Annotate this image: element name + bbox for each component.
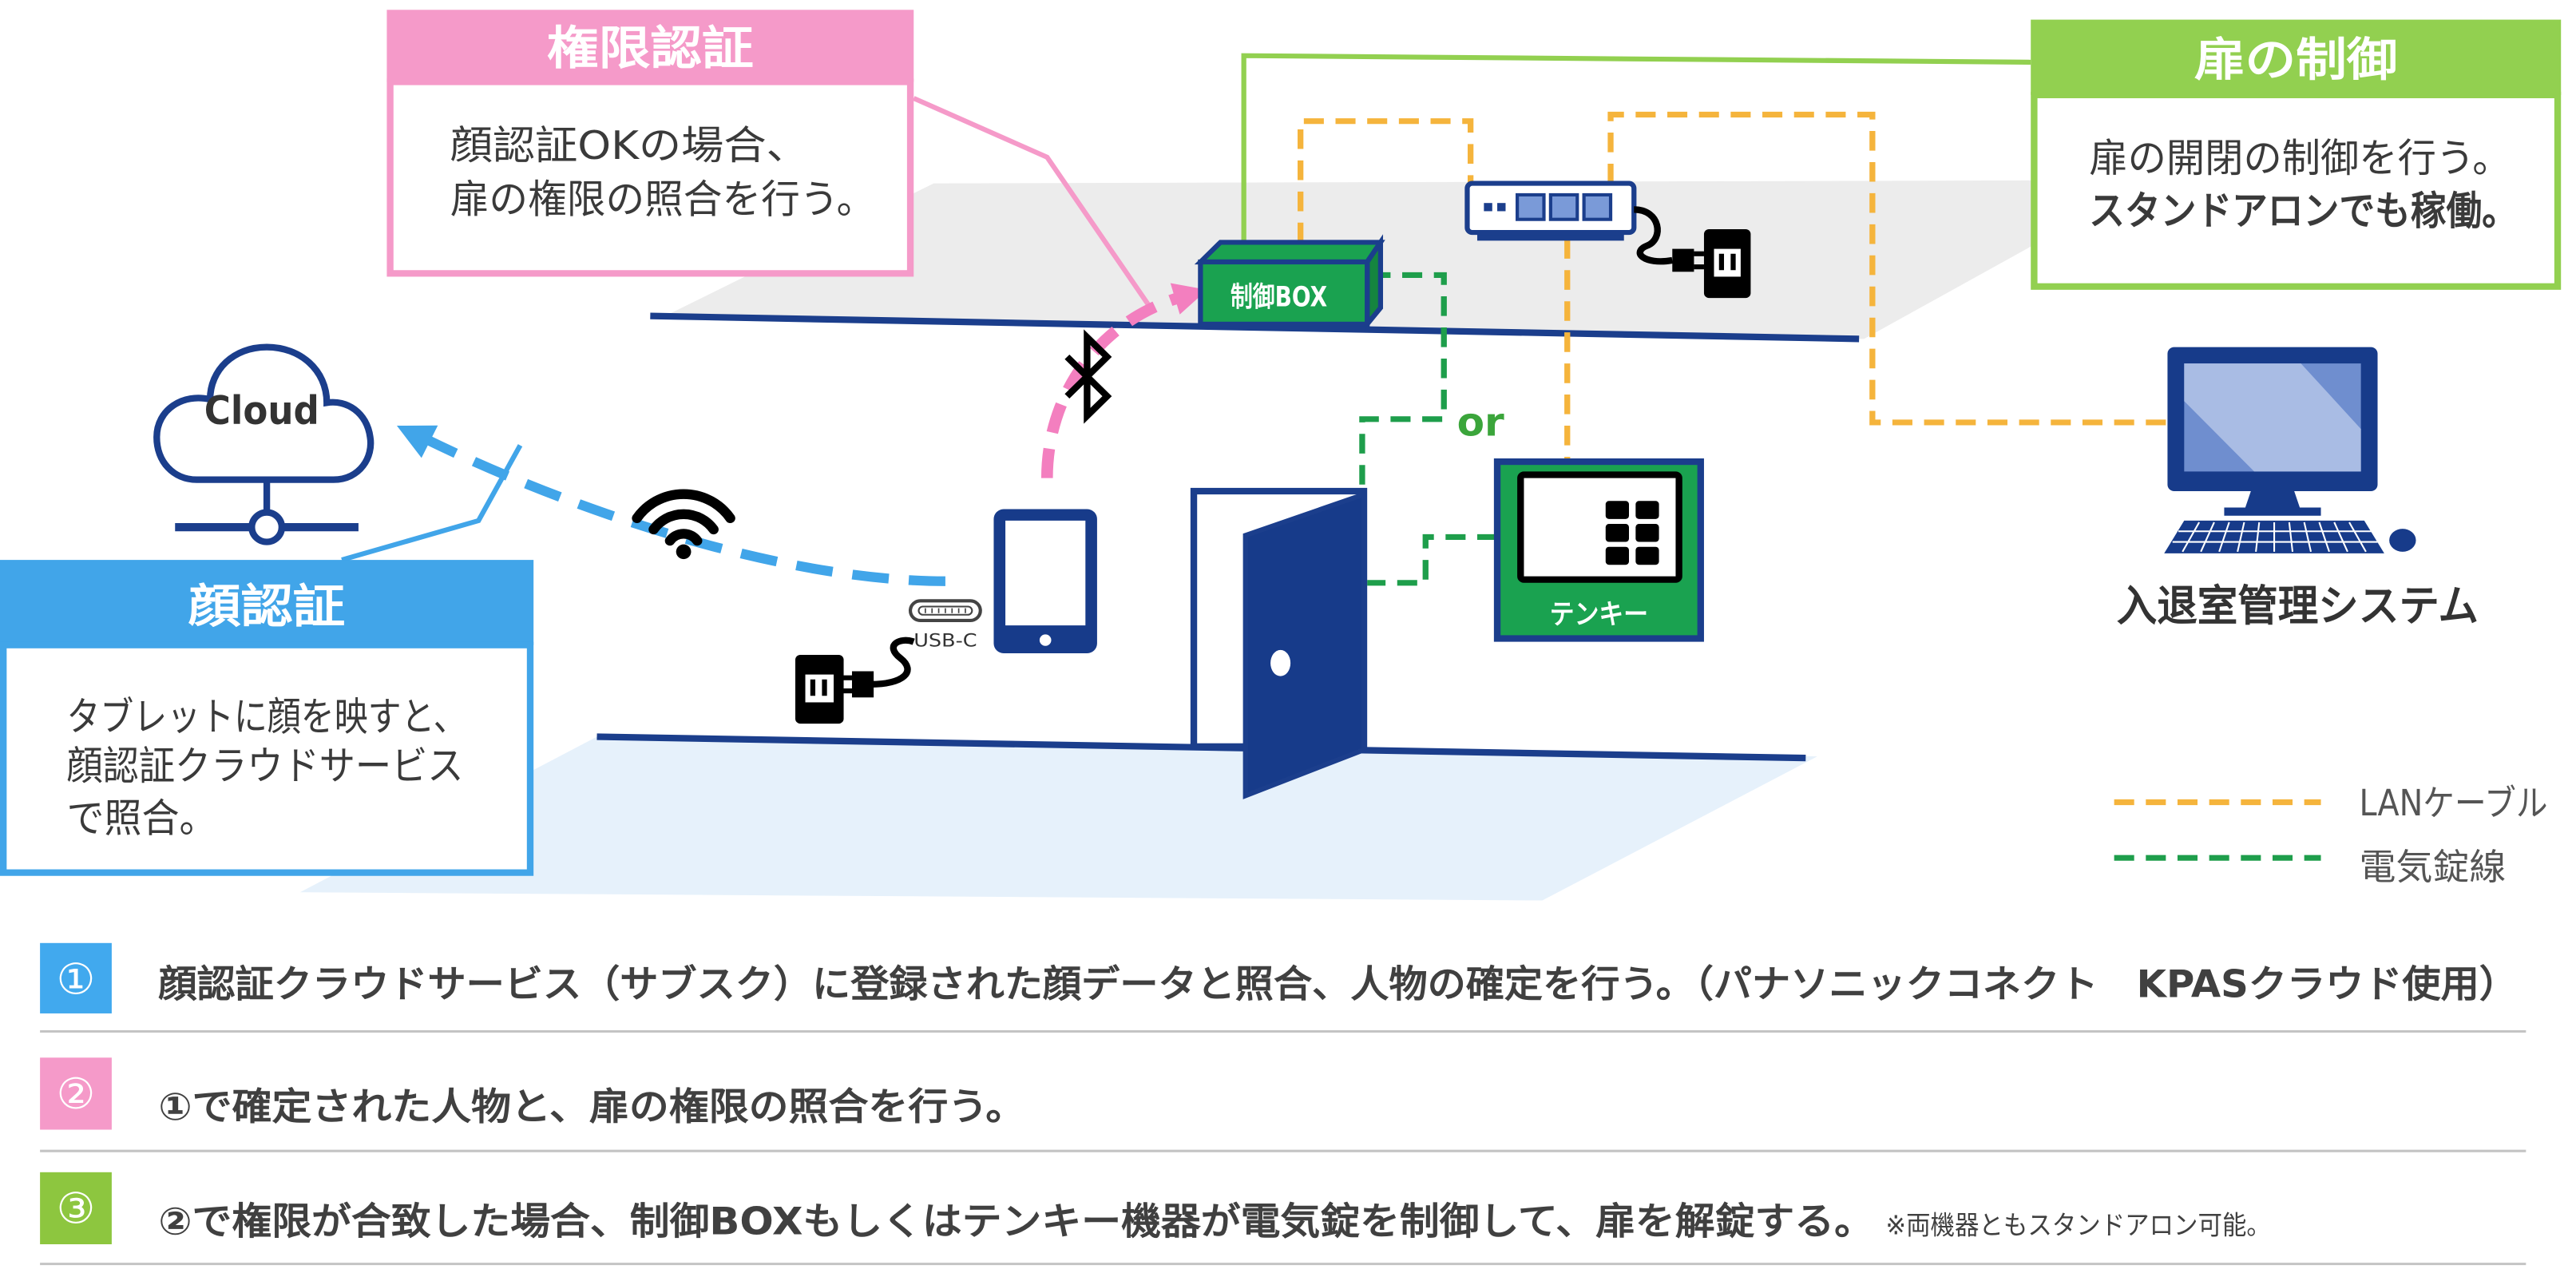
tablet-icon (993, 509, 1097, 653)
lan-cable-hub-pc (1607, 111, 2168, 426)
permission-auth-leader (912, 96, 1153, 310)
tenkey-keypad (1605, 501, 1659, 565)
usb-c-label: USB-C (913, 631, 977, 652)
mouse (2389, 529, 2416, 552)
step-1-text: 顔認証クラウドサービス（サブスク）に登録された顔データと照合、人物の確定を行う。… (158, 963, 2518, 1006)
control-box-icon: 制御BOX (1194, 234, 1385, 331)
tenkey-icon: テンキー (1493, 458, 1704, 642)
permission-auth-title: 権限認証 (547, 21, 754, 74)
door-control-line-2: スタンドアロンでも稼働。 (2089, 188, 2518, 233)
tablet-power-cord (870, 637, 915, 688)
hub-power-cord (1633, 206, 1674, 265)
step-3-text: ②で権限が合致した場合、制御BOXもしくはテンキー機器が電気錠を制御して、扉を解… (158, 1200, 1874, 1243)
permission-auth-header (386, 10, 914, 82)
step-1-number: ① (57, 954, 96, 1004)
legend: LANケーブル 電気錠線 (2114, 782, 2548, 888)
step-3-note: ※両機器ともスタンドアロン可能。 (1886, 1210, 2271, 1241)
network-node-icon (175, 479, 359, 545)
step-2-badge (40, 1057, 112, 1130)
bluetooth-connection-arc (1040, 291, 1186, 478)
lock-wire-controlbox-door (1359, 272, 1447, 511)
legend-lock-label: 電気錠線 (2360, 846, 2507, 888)
face-auth-line-1: タブレットに顔を映すと、 (67, 694, 467, 740)
wifi-icon (632, 489, 735, 560)
power-outlet-icon (1703, 229, 1751, 299)
permission-auth-line-1: 顔認証OKの場合、 (450, 122, 809, 168)
door-control-callout: 扉の制御 扉の開閉の制御を行う。 スタンドアロンでも稼働。 (2031, 19, 2562, 290)
lan-cable-controlbox-hub (1298, 118, 1474, 243)
network-hub-icon (1464, 180, 1637, 241)
step-2: ② ①で確定された人物と、扉の権限の照合を行う。 (40, 1057, 2526, 1152)
step-3-number: ③ (57, 1184, 96, 1233)
cloud-connection-arrowhead (396, 425, 438, 458)
permission-auth-body (386, 78, 914, 277)
tenkey-label: テンキー (1550, 598, 1648, 631)
cloud-label: Cloud (204, 387, 319, 433)
face-auth-line-2: 顔認証クラウドサービス (67, 743, 464, 788)
control-box-label: 制御BOX (1231, 281, 1327, 314)
door-knob (1270, 649, 1291, 676)
face-auth-body (0, 641, 534, 876)
pc-icon (2164, 347, 2416, 553)
lock-wire-tenkey-door (1367, 533, 1498, 586)
face-auth-header (0, 560, 534, 645)
door-icon (1190, 487, 1368, 799)
door-control-leader (1241, 53, 2031, 246)
or-label: or (1457, 399, 1505, 445)
power-outlet-icon (795, 655, 844, 724)
cloud-icon: Cloud (153, 343, 375, 483)
power-plug-icon (1672, 248, 1704, 272)
usb-c-icon: USB-C (908, 599, 982, 652)
step-3: ③ ②で権限が合致した場合、制御BOXもしくはテンキー機器が電気錠を制御して、扉… (40, 1172, 2526, 1266)
step-1: ① 顔認証クラウドサービス（サブスク）に登録された顔データと照合、人物の確定を行… (40, 942, 2526, 1033)
step-list: ① 顔認証クラウドサービス（サブスク）に登録された顔データと照合、人物の確定を行… (40, 942, 2526, 1266)
face-auth-title: 顔認証 (188, 579, 345, 633)
step-2-number: ② (57, 1069, 96, 1118)
face-auth-callout: 顔認証 タブレットに顔を映すと、 顔認証クラウドサービス で照合。 (0, 560, 534, 876)
lan-cables (1298, 111, 2168, 462)
keyboard-keys (2172, 522, 2378, 553)
permission-auth-line-2: 扉の権限の照合を行う。 (450, 176, 875, 222)
lock-wires (1359, 272, 1498, 586)
step-2-text: ①で確定された人物と、扉の権限の照合を行う。 (158, 1086, 1025, 1129)
management-system-label: 入退室管理システム (2117, 581, 2479, 630)
door-control-header (2031, 19, 2562, 95)
lower-floor (299, 736, 1817, 901)
upper-floor-edge (650, 312, 1860, 343)
door-control-title: 扉の制御 (2194, 33, 2398, 86)
permission-auth-callout: 権限認証 顔認証OKの場合、 扉の権限の照合を行う。 (386, 10, 914, 277)
upper-floor (658, 180, 2151, 339)
step-1-badge (40, 942, 112, 1013)
step-3-badge (40, 1172, 112, 1244)
door-control-body (2031, 91, 2562, 290)
power-plug-icon (842, 671, 874, 698)
door-control-line-1: 扉の開閉の制御を行う。 (2089, 136, 2511, 181)
face-auth-line-3: で照合。 (67, 795, 217, 841)
legend-lan-label: LANケーブル (2360, 782, 2548, 824)
bluetooth-icon (1064, 329, 1112, 424)
